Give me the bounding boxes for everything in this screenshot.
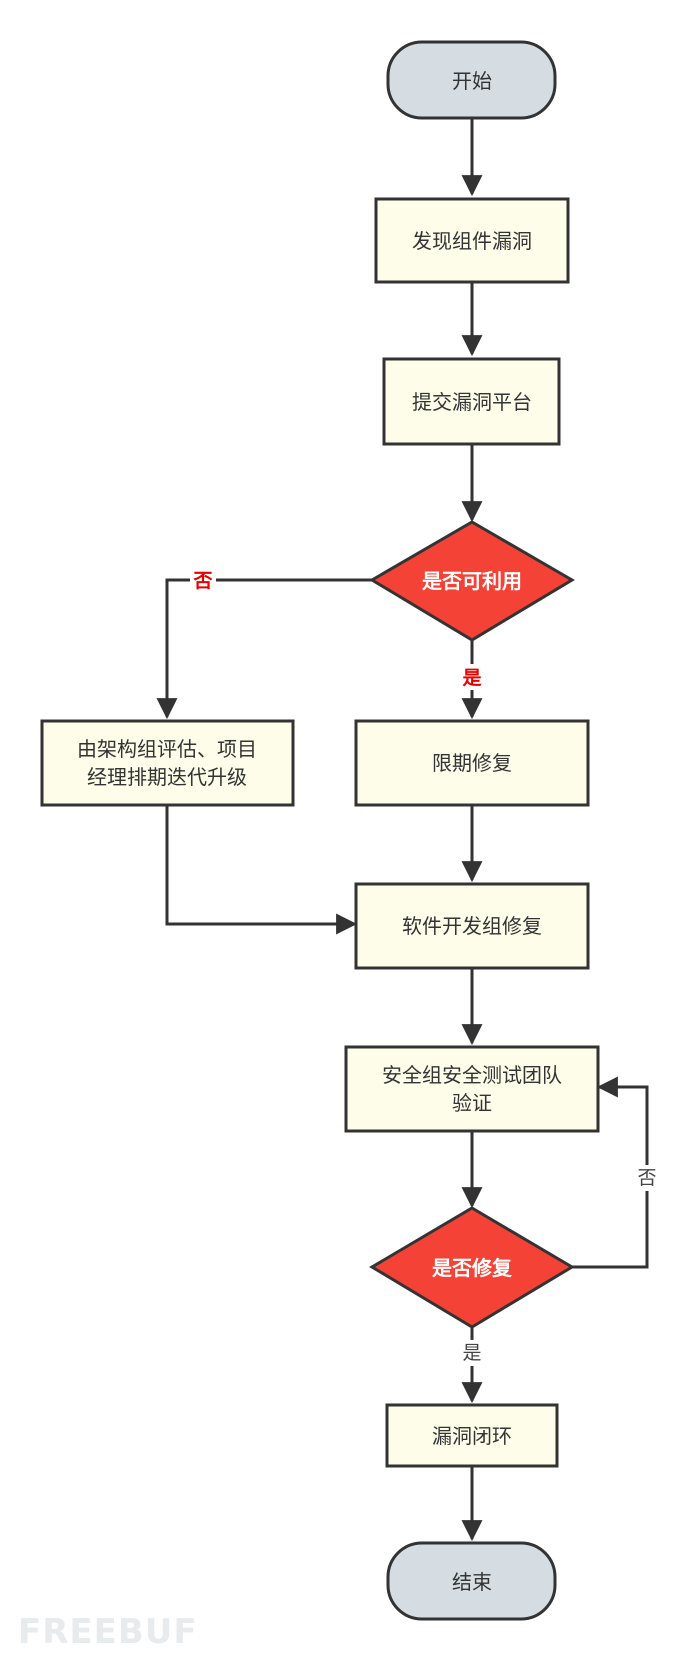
- node-architecture-evaluation: 由架构组评估、项目 经理排期迭代升级: [40, 719, 295, 807]
- svg-text:由架构组评估、项目: 由架构组评估、项目: [77, 737, 257, 761]
- label-yes-exploitable: 是: [462, 667, 481, 689]
- node-discover-vulnerability: 发现组件漏洞: [374, 197, 570, 284]
- node-deadline-fix: 限期修复: [354, 719, 590, 807]
- svg-text:发现组件漏洞: 发现组件漏洞: [412, 229, 532, 253]
- svg-text:经理排期迭代升级: 经理排期迭代升级: [87, 765, 247, 789]
- edge-decision-no-to-arch: [156, 578, 372, 720]
- svg-text:结束: 结束: [452, 1570, 492, 1594]
- svg-text:限期修复: 限期修复: [432, 751, 512, 775]
- svg-text:是否修复: 是否修复: [431, 1256, 513, 1280]
- label-yes-fixed: 是: [462, 1342, 481, 1364]
- node-dev-team-fix: 软件开发组修复: [354, 882, 590, 970]
- svg-text:安全组安全测试团队: 安全组安全测试团队: [382, 1063, 562, 1087]
- label-no-fixed: 否: [637, 1167, 656, 1189]
- svg-text:提交漏洞平台: 提交漏洞平台: [412, 390, 532, 414]
- svg-text:是否可利用: 是否可利用: [421, 569, 522, 593]
- node-submit-platform: 提交漏洞平台: [382, 357, 561, 446]
- node-security-verification: 安全组安全测试团队 验证: [344, 1045, 600, 1133]
- svg-text:漏洞闭环: 漏洞闭环: [432, 1424, 512, 1448]
- node-vulnerability-closed-loop: 漏洞闭环: [385, 1403, 559, 1468]
- node-end: 结束: [386, 1541, 557, 1621]
- svg-text:开始: 开始: [452, 69, 492, 93]
- svg-text:软件开发组修复: 软件开发组修复: [402, 914, 542, 938]
- edge-arch-to-dev: [165, 805, 358, 935]
- watermark-logo: FREEBUF: [18, 1612, 198, 1652]
- decision-exploitable: 是否可利用: [369, 520, 575, 642]
- decision-fixed: 是否修复: [369, 1206, 575, 1329]
- svg-text:验证: 验证: [452, 1091, 492, 1115]
- node-start: 开始: [386, 40, 557, 120]
- label-no-exploitable: 否: [192, 570, 212, 592]
